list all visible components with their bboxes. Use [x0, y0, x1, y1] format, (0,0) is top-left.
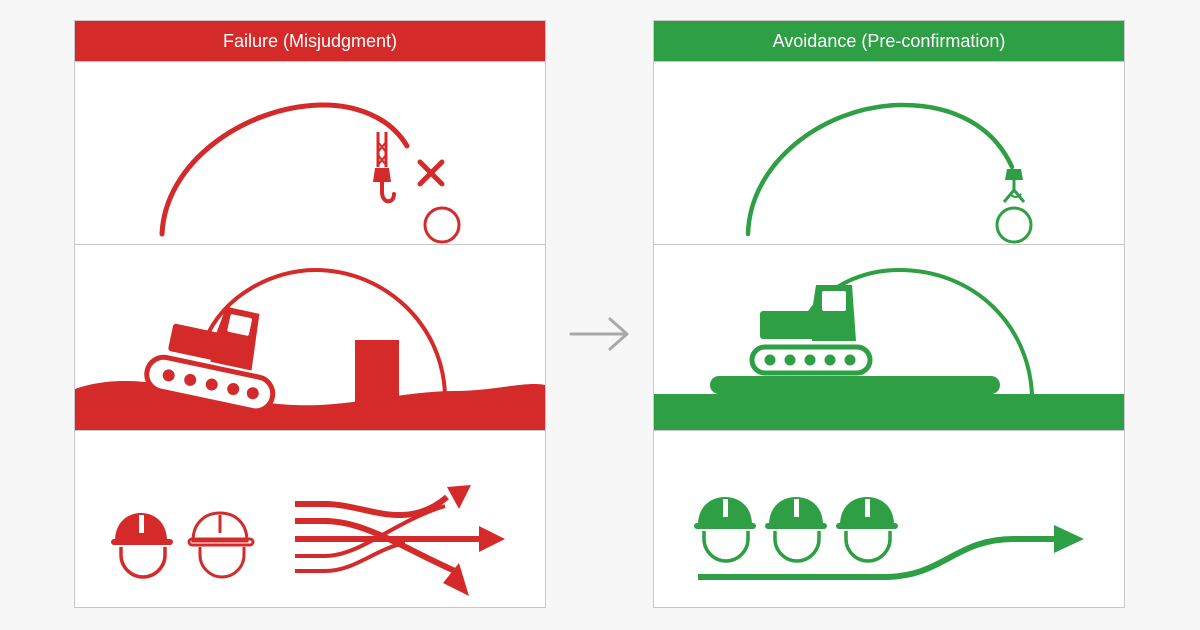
crane-hook-load-icon [995, 169, 1033, 244]
mat-plate-icon [710, 376, 1000, 394]
crane-hook-icon [373, 132, 396, 204]
flat-ground-icon [654, 394, 1124, 431]
avoidance-panel: Avoidance (Pre-confirmation) [653, 20, 1125, 608]
avoidance-workers-section [654, 430, 1124, 609]
worker-helmet-icon [836, 497, 898, 563]
avoidance-panel-title: Avoidance (Pre-confirmation) [772, 31, 1006, 51]
uneven-ground-icon [75, 380, 545, 431]
worker-helmet-icon [694, 497, 756, 563]
worker-helmet-icon [765, 497, 827, 563]
excavator-icon [144, 306, 276, 414]
worker-helmet-filled-icon [111, 513, 173, 579]
cross-mark-icon [417, 159, 445, 187]
right-arrow-icon [569, 317, 629, 351]
scattered-arrows-icon [295, 485, 505, 596]
curved-arrow-icon [698, 525, 1084, 580]
failure-panel-title: Failure (Misjudgment) [222, 31, 398, 51]
failure-crane-section [75, 61, 545, 244]
failure-panel: Failure (Misjudgment) [74, 20, 546, 608]
swing-arc [203, 267, 447, 396]
circle-target-icon [423, 206, 461, 244]
failure-excavator-section [75, 244, 545, 431]
avoidance-excavator-section [654, 244, 1124, 431]
failure-workers-section [75, 430, 545, 609]
obstacle-block-icon [355, 340, 399, 402]
failure-panel-header: Failure (Misjudgment) [75, 21, 545, 61]
excavator-icon [749, 285, 873, 376]
crane-arc-icon [745, 102, 1015, 237]
avoidance-panel-header: Avoidance (Pre-confirmation) [654, 21, 1124, 61]
worker-helmet-outline-icon [187, 511, 255, 579]
crane-arc-icon [159, 102, 410, 237]
avoidance-crane-section [654, 61, 1124, 244]
